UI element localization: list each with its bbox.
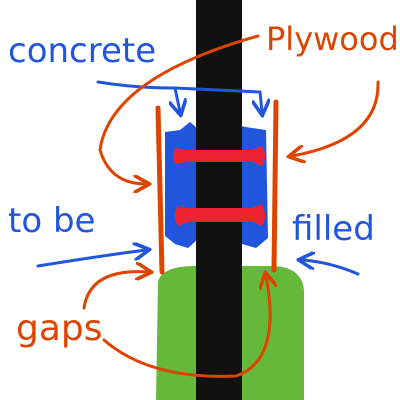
plywood-arrow-left (98, 34, 260, 184)
plywood-left (155, 105, 165, 275)
label-plywood: Plywood (266, 20, 399, 58)
plywood-arrow-right (292, 80, 380, 156)
clamp-top (173, 146, 265, 166)
gap-arrow-left (36, 250, 146, 268)
gap-arrow-right (302, 260, 360, 276)
concrete-fill (165, 122, 197, 248)
label-filled: filled (292, 209, 375, 249)
clamp-bottom (175, 204, 265, 226)
gaps-arrow-right (102, 276, 270, 378)
post (196, 0, 242, 400)
concrete-fill-right (240, 126, 268, 248)
concrete-arrow-right (173, 86, 262, 112)
label-to-be: to be (8, 201, 95, 241)
label-concrete: concrete (8, 31, 156, 71)
gaps-arrow-left (82, 272, 148, 310)
label-gaps: gaps (16, 308, 103, 349)
plywood-right (271, 99, 279, 273)
